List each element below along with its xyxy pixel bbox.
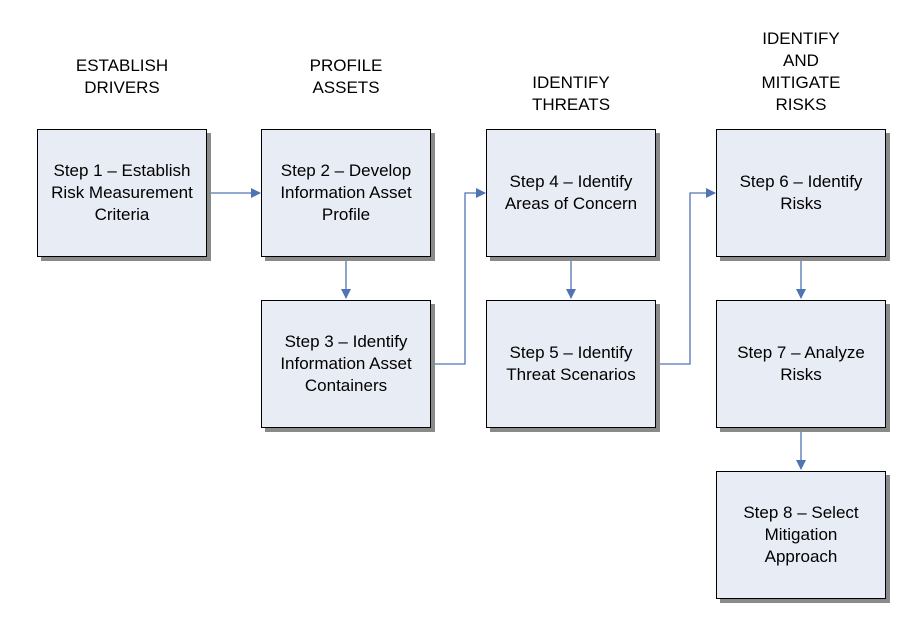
phase-label-profile-assets: PROFILE ASSETS — [309, 56, 383, 97]
step-8-box: Step 8 – Select Mitigation Approach — [716, 471, 886, 599]
arrow-step3-to-step4 — [432, 188, 486, 365]
phase-label-identify-mitigate-risks: IDENTIFY AND MITIGATE RISKS — [761, 29, 841, 114]
step-4-box: Step 4 – Identify Areas of Concern — [486, 129, 656, 257]
step-7-box: Step 7 – Analyze Risks — [716, 300, 886, 428]
phase-label-establish-drivers: ESTABLISH DRIVERS — [75, 56, 169, 97]
step-5-box: Step 5 – Identify Threat Scenarios — [486, 300, 656, 428]
phase-label-identify-threats: IDENTIFY THREATS — [531, 73, 611, 114]
step-3-box: Step 3 – Identify Information Asset Cont… — [261, 300, 431, 428]
step-1-box: Step 1 – Establish Risk Measurement Crit… — [37, 129, 207, 257]
step-2-box: Step 2 – Develop Information Asset Profi… — [261, 129, 431, 257]
arrow-step5-to-step6 — [657, 188, 716, 365]
step-6-box: Step 6 – Identify Risks — [716, 129, 886, 257]
